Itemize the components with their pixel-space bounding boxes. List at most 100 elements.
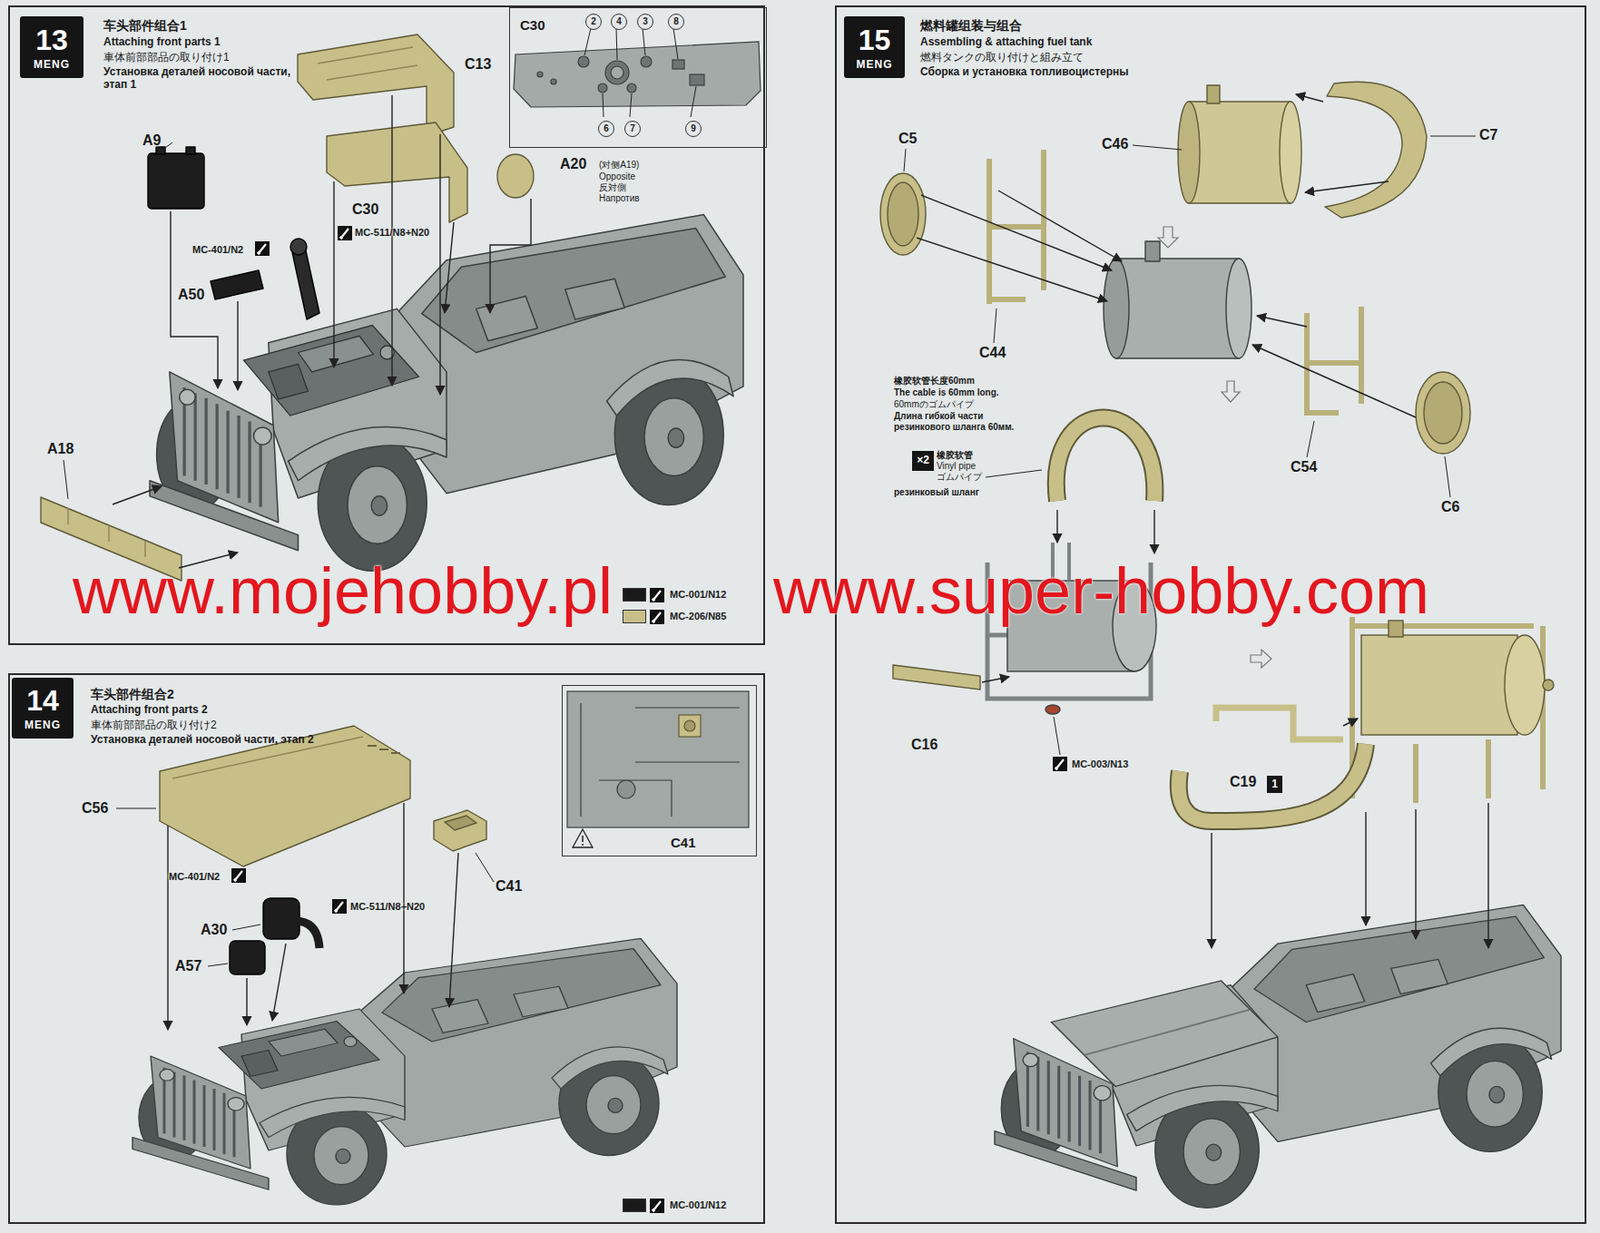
inset-title: C41 — [670, 834, 697, 851]
dashboard-inset — [578, 56, 589, 68]
step-badge: 14MENG — [11, 677, 74, 739]
khaki-tank — [1216, 617, 1554, 804]
part-number: A30 — [200, 922, 227, 939]
paint-code: MC-401/N2 — [192, 244, 244, 256]
brand-logo: MENG — [24, 719, 61, 733]
step-heading: Сборка и установка топливоцистерны — [920, 66, 1129, 79]
parts-step15 — [887, 182, 919, 246]
parts-step15 — [1207, 85, 1220, 104]
note: 橡胶软管长度60mm — [893, 375, 975, 387]
arrows-step15 — [1414, 809, 1416, 940]
legend-entry: MC-001/N12 — [622, 588, 727, 602]
arrows-step15 — [1252, 344, 1416, 418]
step-heading: Attaching front parts 1 — [103, 36, 221, 50]
jeep-step15 — [994, 904, 1561, 1208]
part-number: A20 — [559, 156, 587, 173]
detail-inset: C41 — [561, 685, 757, 857]
note: резинковый шланг — [893, 487, 980, 499]
dashboard-inset — [616, 28, 618, 60]
paint-code: MC-206/N85 — [669, 610, 727, 623]
c41-inset — [617, 780, 636, 799]
dashboard-inset — [627, 83, 637, 93]
step-heading: Установка деталей носовой части, этап 1 — [103, 66, 299, 92]
callout-number: 2 — [585, 13, 602, 30]
hollow-arrows — [1250, 649, 1272, 668]
callout-number: 3 — [642, 16, 648, 28]
legend-entry: MC-206/N85 — [622, 609, 727, 624]
parts-step14 — [229, 941, 266, 975]
khaki-tank — [1361, 635, 1518, 736]
parts-step15 — [1103, 258, 1129, 359]
step-heading: 車体前部部品の取り付け1 — [103, 51, 230, 65]
leaders-step15 — [1444, 456, 1451, 498]
arrows-step14 — [272, 943, 286, 1021]
part-number: C16 — [911, 736, 938, 754]
part-number: A9 — [142, 132, 161, 149]
legend-entry: MC-001/N12 — [622, 1198, 727, 1213]
arrows-step15 — [1153, 510, 1155, 554]
leaders-step15 — [903, 148, 906, 172]
part-number: C41 — [495, 878, 522, 895]
part-number: C6 — [1441, 499, 1460, 516]
dashboard-inset — [537, 71, 543, 78]
brush-icons-step14 — [332, 899, 347, 914]
parts-step13 — [292, 246, 320, 320]
note: (对侧A19) — [598, 159, 639, 171]
step-panel: 车头部件组合2Attaching front parts 2車体前部部品の取り付… — [8, 673, 766, 1225]
callout-number: 8 — [667, 13, 685, 30]
leaders-step14 — [232, 924, 261, 931]
paint-code: MC-003/N13 — [1071, 758, 1129, 771]
note: Длина гибкой части резинкового шланга 60… — [893, 411, 1031, 432]
arrows-step15 — [1256, 315, 1307, 327]
dashboard-inset — [690, 86, 697, 118]
parts-step14 — [433, 810, 487, 852]
arrows-step13 — [236, 301, 238, 391]
jeep-step15 — [994, 904, 1561, 1208]
c41-inset — [567, 691, 749, 848]
brush-icons-step15 — [1052, 756, 1068, 772]
arrows-step15 — [1295, 94, 1324, 102]
vinyl-pipe — [1056, 418, 1156, 502]
parts-step15 — [1177, 101, 1200, 204]
arrows-step15 — [1210, 833, 1212, 949]
brand-logo: MENG — [856, 58, 894, 72]
part-number: C44 — [979, 344, 1006, 362]
leaders-step15 — [1430, 136, 1476, 138]
dashboard-inset — [672, 59, 685, 69]
c41-inset — [567, 691, 749, 828]
part-number: C54 — [1290, 459, 1317, 476]
parts-step15 — [1116, 258, 1239, 359]
dashboard-inset — [513, 28, 761, 118]
callout-number: 7 — [629, 123, 636, 135]
parts-step15 — [1423, 382, 1463, 444]
step-ref-tag: 1 — [1266, 775, 1283, 794]
paint-code: MC-001/N12 — [669, 588, 727, 601]
dashboard-inset — [550, 78, 557, 85]
arrows-step13 — [112, 486, 162, 505]
parts-step13 — [68, 508, 146, 558]
part-number: A57 — [175, 958, 202, 975]
step-number: 13 — [35, 23, 69, 58]
tag-text: 1 — [1271, 778, 1278, 792]
parts-step13 — [326, 122, 468, 223]
dashboard-inset — [584, 28, 697, 118]
part-number: C56 — [81, 800, 108, 817]
jeep-step14 — [218, 1021, 380, 1090]
parts-step13 — [147, 153, 205, 209]
arrows-step15 — [1305, 181, 1389, 193]
parts-step15 — [1226, 258, 1252, 359]
arrows-step15 — [1343, 718, 1358, 727]
jeep-step14 — [132, 938, 678, 1206]
callout-number: 3 — [637, 13, 654, 30]
part-number: A18 — [47, 441, 74, 458]
step-heading: Установка деталей носовой части, этап 2 — [90, 734, 315, 747]
step-heading: 車体前部部品の取り付け2 — [90, 719, 217, 733]
inset-title: C30 — [520, 17, 546, 33]
note: Opposite — [598, 171, 636, 183]
callout-number: 9 — [690, 123, 697, 135]
leaders-step14 — [475, 853, 494, 883]
arrows-step15 — [1487, 803, 1489, 949]
parts-step15 — [1306, 306, 1362, 416]
leaders-step14 — [207, 963, 228, 967]
callout-number: 6 — [603, 123, 609, 135]
